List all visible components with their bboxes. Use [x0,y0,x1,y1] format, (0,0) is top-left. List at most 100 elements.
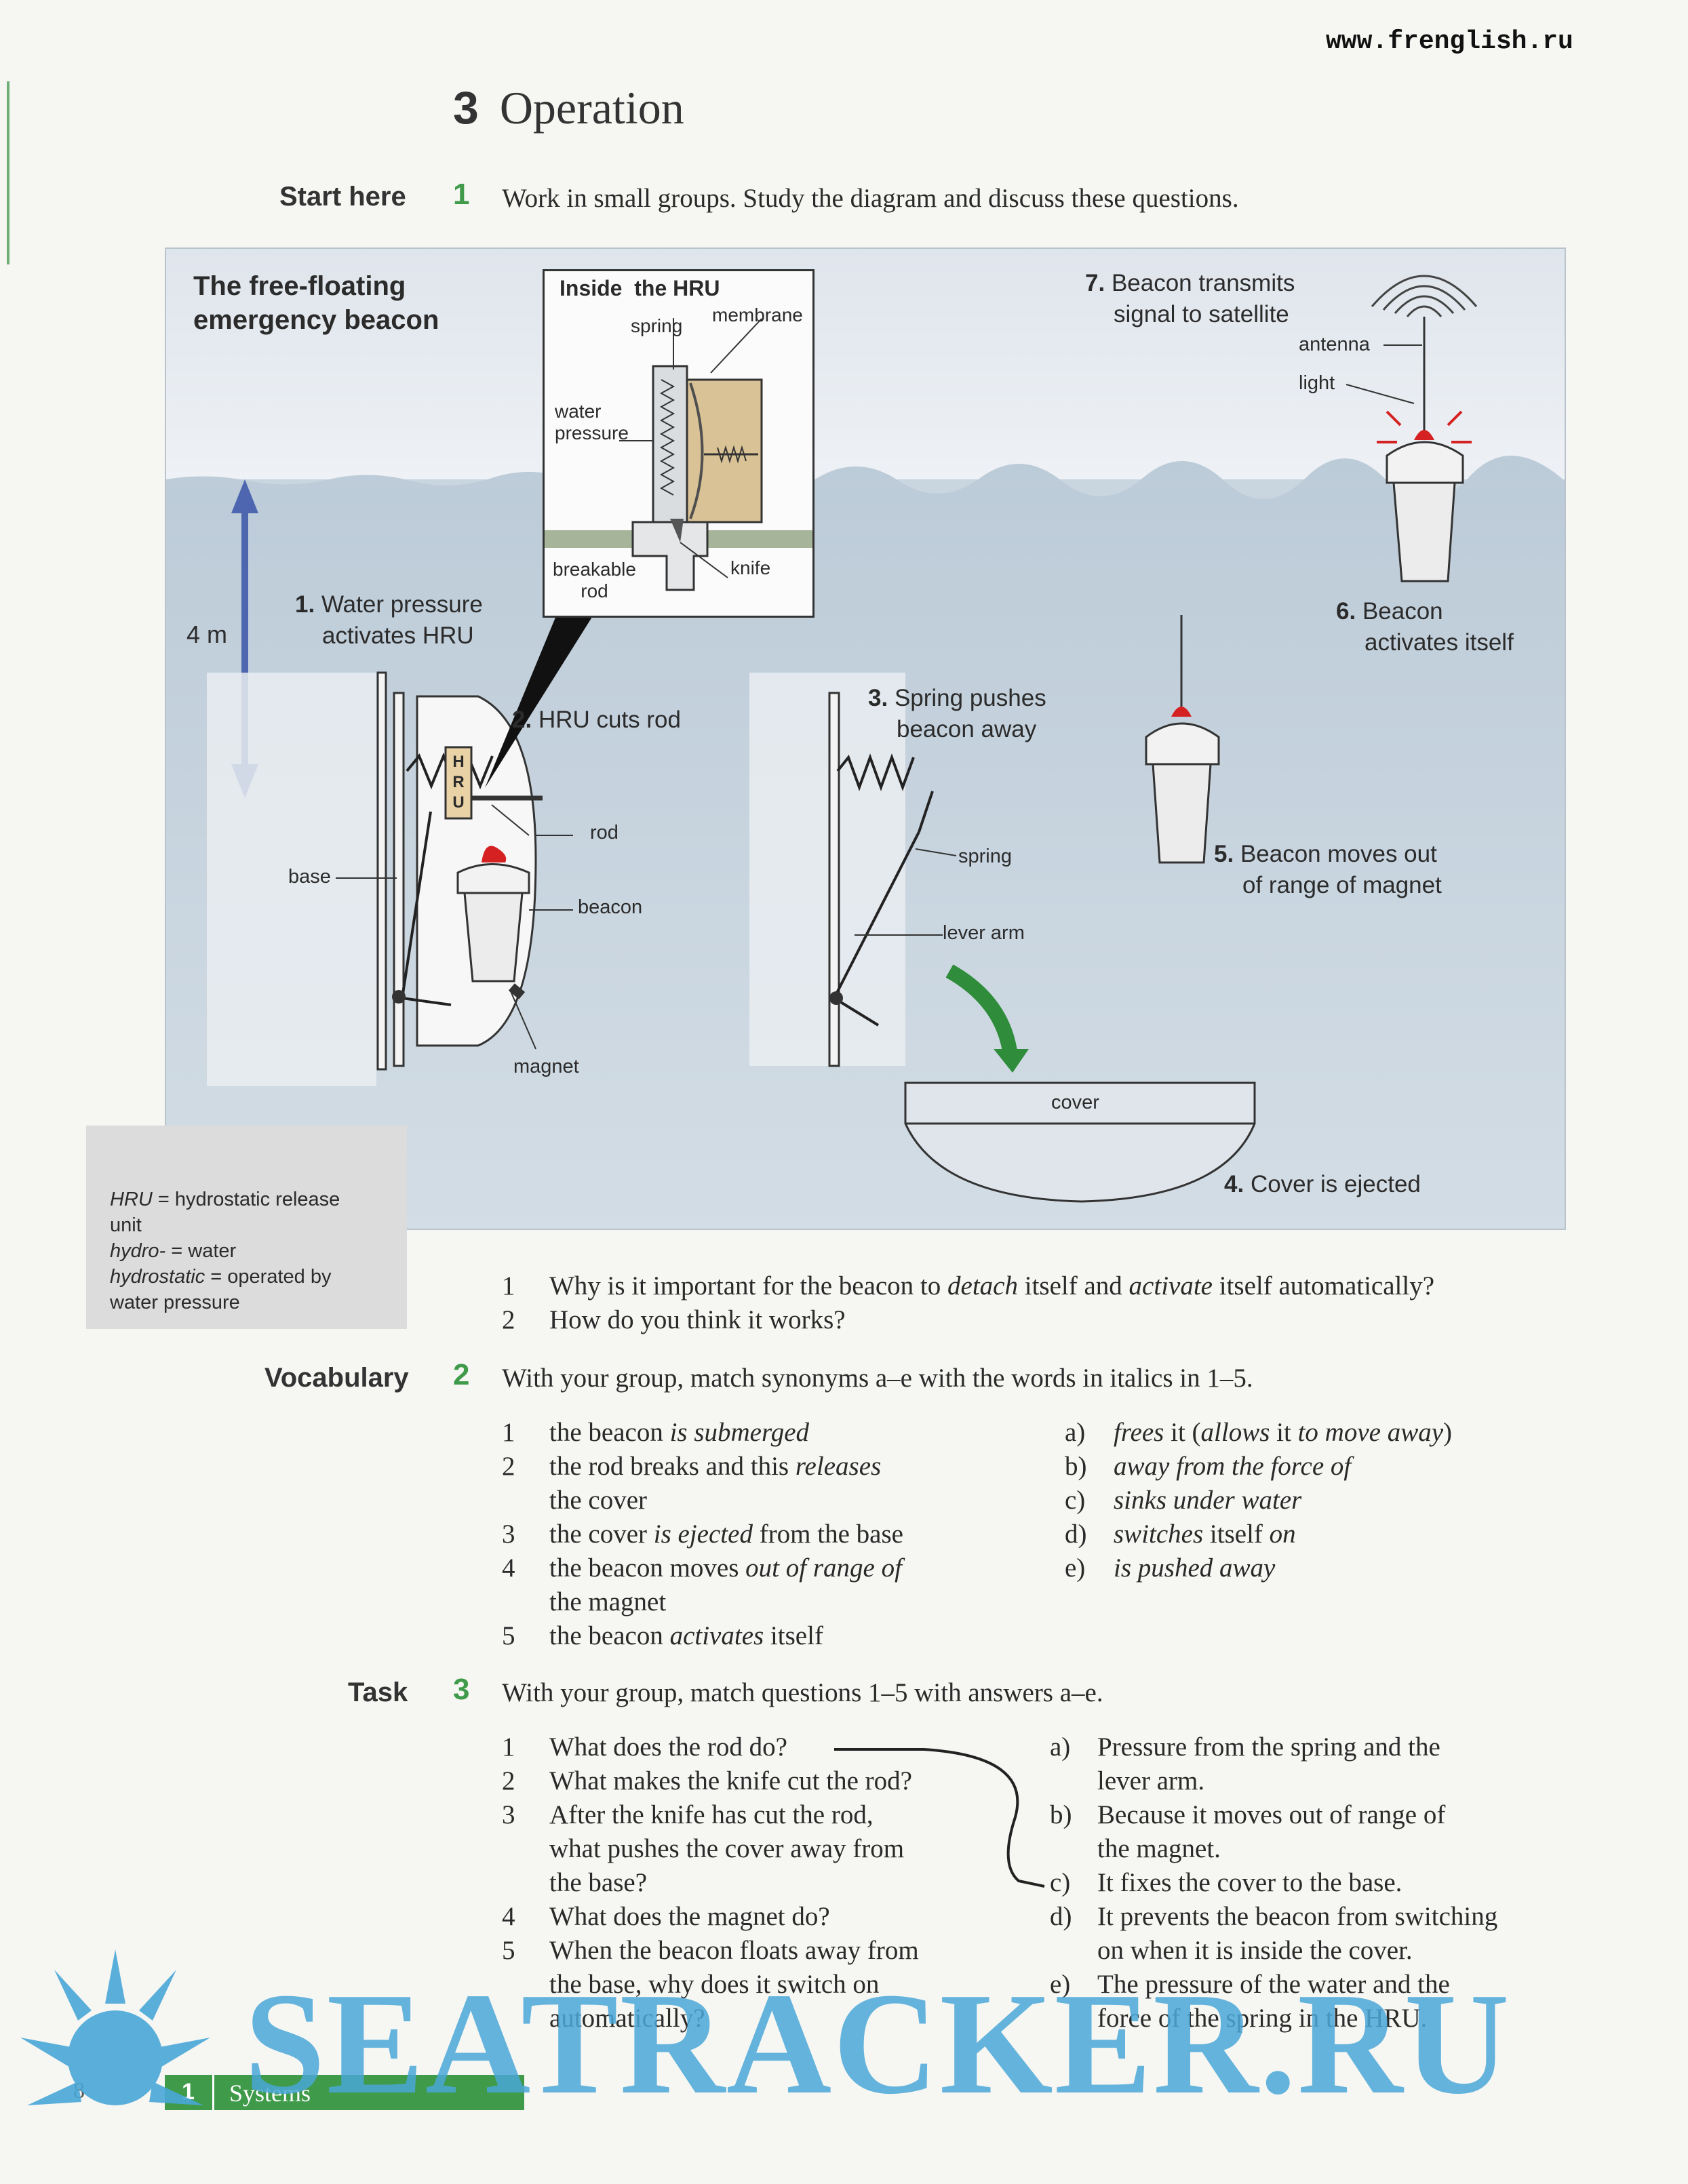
synonym-a-letter: a) [1065,1418,1086,1447]
sun-logo-icon [20,1949,210,2105]
section-title: 3 Operation [453,81,684,135]
discussion-q1-a: Why is it important for the beacon to [549,1271,948,1301]
label-light: light [1299,372,1335,394]
exercise-2-instruction: With your group, match synonyms a–e with… [502,1364,1253,1393]
task-b-line2: the magnet. [1097,1834,1221,1863]
synonym-a: a)frees it (allows it to move away) [1065,1416,1594,1450]
step-5-number: 5. [1214,841,1234,867]
vocabulary-item-5-number: 5 [502,1621,515,1650]
task-q1-line1: What does the rod do? [549,1732,787,1762]
vocab-3-a: the cover [549,1520,654,1549]
task-question-4-number: 4 [502,1902,515,1931]
label-rod: rod [590,822,619,843]
step-4-number: 4. [1224,1171,1244,1197]
step-7-line-b: signal to satellite [1114,301,1289,327]
discussion-question-1: 1 Why is it important for the beacon to … [502,1269,1587,1303]
task-a-line1: Pressure from the spring and the [1097,1732,1440,1762]
task-answer-c: c)It fixes the cover to the base. [1050,1866,1592,1900]
synonym-a-t3: ) [1443,1418,1453,1447]
exercise-3-instruction: With your group, match questions 1–5 wit… [502,1678,1103,1707]
site-url: www.frenglish.ru [1326,27,1573,56]
step-5: 5. Beacon moves out of range of magnet [1214,839,1442,901]
task-answer-b-letter: b) [1050,1800,1072,1829]
glossary-line-1b: unit [110,1214,142,1236]
hru-letters: H R U [450,752,467,813]
exercise-3-number: 3 [453,1673,470,1706]
label-spring: spring [958,846,1012,867]
inset-label-water-pressure: water pressure [555,401,629,444]
vocab-3-italic: is ejected [653,1520,753,1549]
synonym-e: e)is pushed away [1065,1551,1594,1585]
step-1-line-a: Water pressure [321,591,483,618]
step-4-text: Cover is ejected [1250,1171,1421,1197]
synonym-e-text: is pushed away [1114,1553,1276,1583]
step-5-line-a: Beacon moves out [1240,841,1437,867]
synonym-d-on: on [1269,1520,1296,1549]
discussion-question-1-number: 1 [502,1271,515,1301]
hru-letter-r: R [452,773,465,791]
base-unit-right [749,673,934,1067]
discussion-q1-b: itself and [1018,1271,1129,1301]
vocabulary-label: Vocabulary [264,1363,409,1393]
step-6: 6. Beacon activates itself [1336,596,1514,658]
inset-label-knife: knife [730,557,771,578]
discussion-question-2: 2 How do you think it works? [502,1303,1587,1337]
hru-letter-u: U [452,793,465,812]
synonym-a-allows: allows [1200,1418,1270,1447]
hru-inset [543,269,814,618]
task-q5-line3: automatically? [549,2004,705,2033]
diagram-title-line2: emergency beacon [193,305,439,335]
step-6-line-a: Beacon [1362,598,1443,624]
inset-label-pressure: pressure [555,422,629,443]
glossary-box: HRU = hydrostatic release unit hydro- = … [86,1126,407,1329]
step-7-line-a: Beacon transmits [1111,270,1295,296]
exercise-2-number: 2 [453,1358,470,1391]
glossary-def-hydrostatic: = operated by [205,1266,332,1288]
vocabulary-item-3-number: 3 [502,1520,515,1549]
discussion-q2-text: How do you think it works? [549,1305,846,1334]
glossary-term-hydrostatic: hydrostatic [110,1266,205,1288]
task-e-line1: The pressure of the water and the [1097,1970,1450,1999]
left-edge-line [7,81,9,264]
glossary-line-1: HRU = hydrostatic release [110,1187,393,1212]
step-3-line-a: Spring pushes [894,685,1046,711]
task-answer-a-letter: a) [1050,1732,1071,1762]
inset-label-rod: rod [581,580,608,601]
synonym-d: d)switches itself on [1065,1517,1594,1551]
inset-title: Inside the HRU [560,276,720,300]
beacon-surface [1346,275,1478,582]
step-5-line-b: of range of magnet [1242,872,1442,898]
glossary-term-hru: HRU [110,1189,153,1210]
vocab-4-line2: the magnet [549,1587,667,1616]
task-d-line2: on when it is inside the cover. [1097,1936,1413,1965]
vocabulary-item-1-number: 1 [502,1418,515,1447]
diagram-title-line1: The free-floating [193,271,406,301]
task-q3-line1: After the knife has cut the rod, [549,1800,874,1829]
unit-footer-bar: 1 Systems [165,2075,524,2110]
step-3: 3. Spring pushes beacon away [868,683,1046,745]
inset-label-membrane: membrane [712,304,803,325]
vocab-2-italic: releases [795,1452,882,1481]
step-1-number: 1. [295,591,315,618]
synonym-a-move-away: to move away [1297,1418,1444,1447]
task-q5-line1: When the beacon floats away from [549,1936,919,1965]
step-3-number: 3. [868,685,888,711]
discussion-q1-activate: activate [1128,1271,1213,1301]
diagram-title: The free-floating emergency beacon [193,269,439,337]
task-b-line1: Because it moves out of range of [1097,1800,1446,1829]
synonym-a-t2: it [1270,1418,1298,1447]
synonym-d-letter: d) [1065,1520,1087,1549]
beacon-rising [1145,615,1220,864]
task-answer-e-letter: e) [1050,1970,1071,1999]
task-q3-line2: what pushes the cover away from [549,1834,905,1863]
vocab-2-line2: the cover [549,1486,648,1515]
